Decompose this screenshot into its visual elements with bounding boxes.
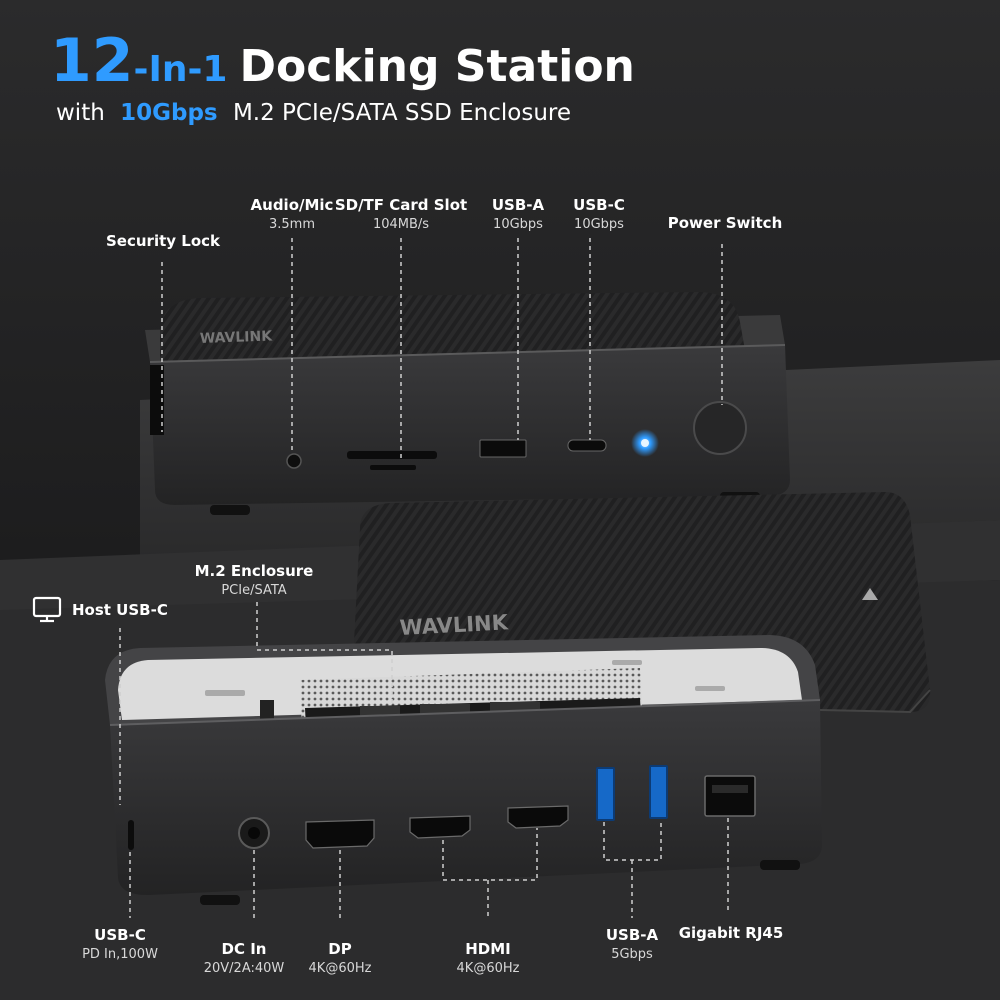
usb-a-5gbps-port-1: [596, 767, 615, 821]
label-usb-a-rear: USB-A 5Gbps: [605, 926, 659, 962]
monitor-icon: [32, 596, 62, 623]
label-security-lock: Security Lock: [106, 232, 220, 250]
lid-arrow-icon: [862, 588, 878, 600]
brand-logo-top: WAVLINK: [200, 328, 274, 347]
hdmi-port-2: [507, 805, 569, 829]
label-hdmi: HDMI 4K@60Hz: [456, 940, 520, 976]
subtitle-rest: M.2 PCIe/SATA SSD Enclosure: [232, 100, 572, 126]
label-usb-c-pd: USB-C PD In,100W: [82, 926, 158, 962]
security-lock-slot: [150, 365, 164, 435]
callout-lines: [119, 238, 729, 918]
displayport: [305, 819, 375, 849]
hdmi-port-1: [409, 815, 471, 839]
top-dock-unit: WAVLINK: [145, 292, 790, 515]
audio-jack: [286, 453, 302, 469]
label-dp: DP 4K@60Hz: [308, 940, 372, 976]
label-gigabit-rj45: Gigabit RJ45: [678, 924, 784, 942]
label-host-usb-c: Host USB-C: [32, 596, 168, 624]
label-m2-enclosure: M.2 Enclosure PCIe/SATA: [194, 562, 314, 598]
label-dc-in: DC In 20V/2A:40W: [203, 940, 285, 976]
label-power-switch: Power Switch: [667, 214, 783, 232]
page-title: 12-In-1 Docking Station: [50, 26, 635, 106]
page-subtitle: with 10Gbps M.2 PCIe/SATA SSD Enclosure: [56, 100, 571, 126]
bottom-dock-unit: [105, 635, 822, 905]
title-number: 12: [50, 26, 134, 96]
power-switch: [693, 401, 747, 455]
title-main: Docking Station: [239, 41, 635, 92]
rj45-port: [704, 775, 756, 817]
usb-c-port-front: [567, 439, 607, 452]
title-suffix: -In-1: [133, 49, 228, 90]
usb-a-5gbps-port-2: [649, 765, 668, 819]
label-sd-tf-card-slot: SD/TF Card Slot 104MB/s: [334, 196, 468, 232]
label-audio-mic: Audio/Mic 3.5mm: [250, 196, 334, 232]
sd-card-slot: [347, 451, 437, 459]
tf-card-slot: [370, 465, 416, 470]
label-usb-c-front: USB-C 10Gbps: [573, 196, 625, 232]
usb-a-port-front: [479, 439, 527, 458]
subtitle-prefix: with: [56, 100, 105, 126]
usb-c-pd-port: [128, 820, 134, 850]
brand-logo-lid: WAVLINK: [399, 610, 509, 640]
label-usb-a-front: USB-A 10Gbps: [491, 196, 545, 232]
subtitle-highlight: 10Gbps: [120, 100, 218, 126]
